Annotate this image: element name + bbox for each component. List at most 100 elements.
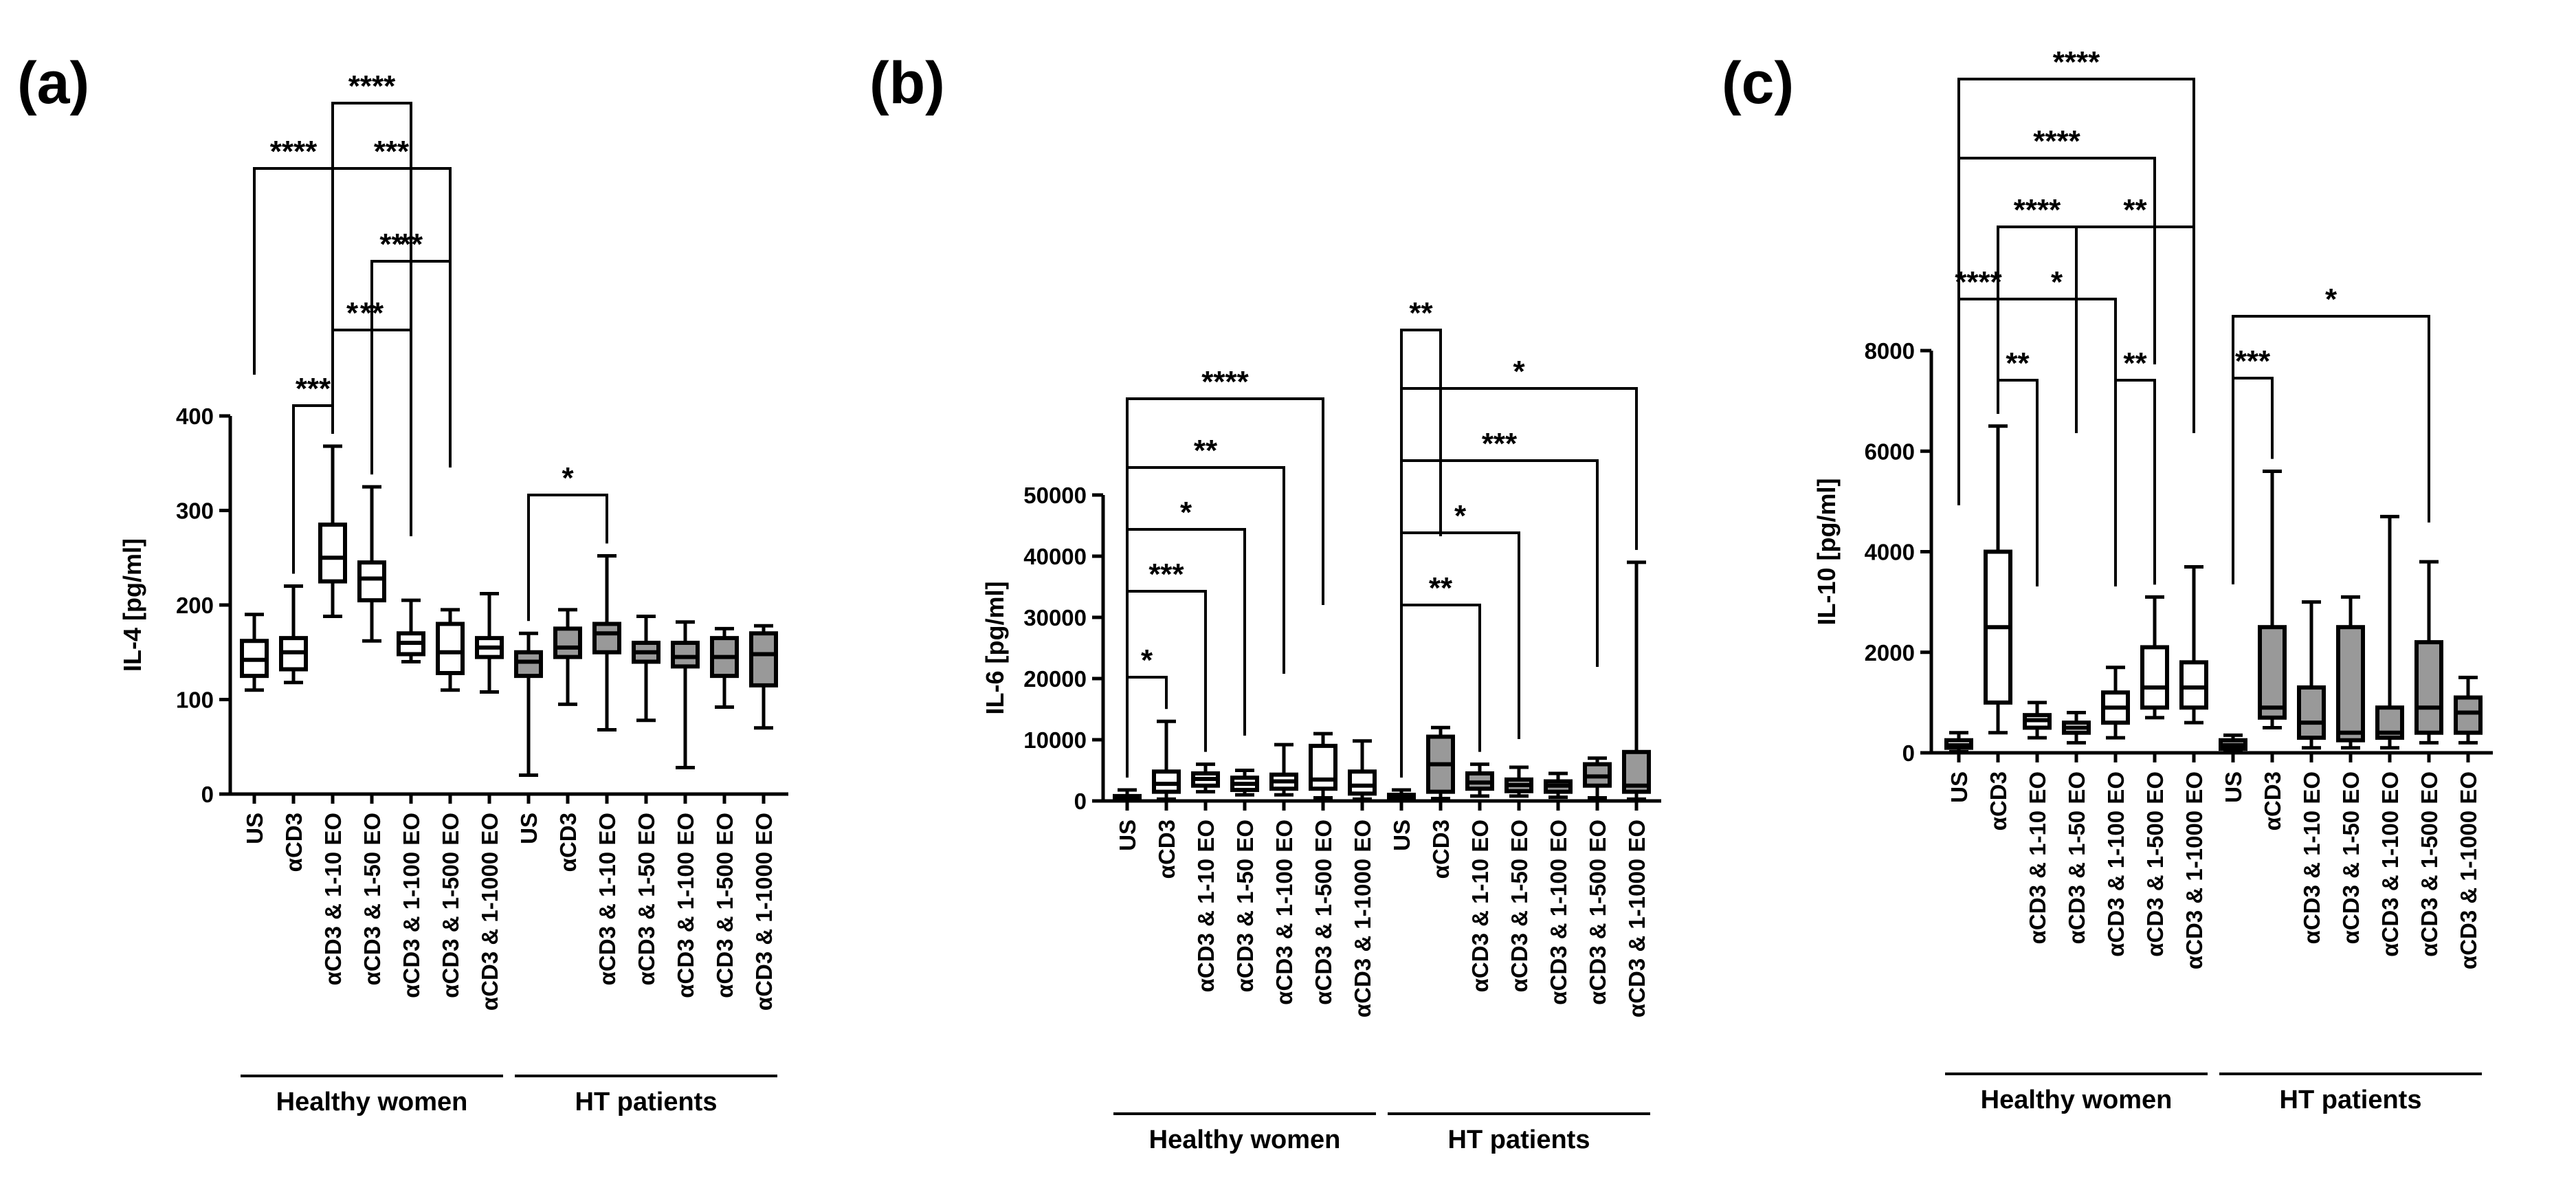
bracket-line xyxy=(527,494,608,622)
significance-bracket: **** xyxy=(253,135,334,375)
y-tick-label: 0 xyxy=(201,782,214,807)
significance-bracket: * xyxy=(527,461,608,622)
x-tick-label: αCD3 & 1-1000 EO xyxy=(2181,771,2207,969)
box-2 xyxy=(1984,424,2012,735)
x-tick-label: US xyxy=(242,813,267,844)
x-tick-label: αCD3 xyxy=(1986,771,2011,830)
significance-label: ** xyxy=(1194,434,1218,468)
significance-label: **** xyxy=(270,135,318,168)
box-7 xyxy=(475,592,504,694)
significance-bracket: ** xyxy=(1400,296,1442,536)
x-tick-label: αCD3 & 1-100 EO xyxy=(673,813,698,998)
significance-bracket: **** xyxy=(331,69,412,309)
box-12 xyxy=(1544,771,1573,800)
bracket-line xyxy=(2075,226,2195,433)
x-tick-label: αCD3 & 1-500 EO xyxy=(2417,771,2442,957)
box-5 xyxy=(1269,742,1298,797)
significance-label: **** xyxy=(2033,124,2080,158)
x-tick-label: αCD3 xyxy=(555,813,581,872)
y-tick-label: 0 xyxy=(1074,789,1087,814)
y-axis-label: IL-10 [pg/ml] xyxy=(1812,478,1841,626)
significance-label: **** xyxy=(2053,45,2100,79)
bracket-line xyxy=(2232,377,2274,584)
significance-label: **** xyxy=(348,69,396,103)
box-iqr xyxy=(1348,769,1377,796)
significance-bracket: *** xyxy=(2232,344,2274,584)
group-label: HT patients xyxy=(1448,1125,1590,1154)
bracket-line xyxy=(1997,226,2078,433)
x-tick-label: αCD3 & 1-50 EO xyxy=(2338,771,2364,944)
box-iqr xyxy=(436,622,465,675)
significance-label: *** xyxy=(2235,344,2271,378)
significance-label: ** xyxy=(2123,346,2147,380)
box-6 xyxy=(2140,595,2169,720)
x-tick-label: αCD3 & 1-500 EO xyxy=(1311,820,1336,1005)
x-tick-label: αCD3 & 1-100 EO xyxy=(399,813,424,998)
x-tick-label: αCD3 & 1-50 EO xyxy=(359,813,385,985)
significance-label: ** xyxy=(2006,346,2030,380)
bracket-line xyxy=(1400,329,1442,536)
significance-label: * xyxy=(2325,283,2338,316)
significance-bracket: ** xyxy=(331,296,412,536)
bracket-line xyxy=(331,167,452,375)
box-iqr xyxy=(671,641,700,669)
significance-label: *** xyxy=(1482,427,1518,461)
significance-bracket: ** xyxy=(370,228,412,468)
box-iqr xyxy=(2179,660,2208,710)
y-tick-label: 8000 xyxy=(1865,338,1915,364)
significance-label: **** xyxy=(1201,365,1249,399)
box-iqr xyxy=(357,560,386,603)
group-label: Healthy women xyxy=(1149,1125,1341,1154)
box-iqr xyxy=(749,631,778,688)
bracket-line xyxy=(1126,397,1324,605)
significance-bracket: **** xyxy=(1997,193,2078,433)
x-tick-label: αCD3 & 1-10 EO xyxy=(1467,820,1493,992)
x-tick-label: αCD3 xyxy=(281,813,307,872)
box-6 xyxy=(1309,732,1337,800)
box-10 xyxy=(1465,762,1494,798)
box-13 xyxy=(2414,560,2443,745)
bracket-line xyxy=(1400,531,1520,739)
y-tick-label: 300 xyxy=(176,498,214,524)
bracket-line xyxy=(1400,459,1599,667)
bracket-line xyxy=(253,167,334,375)
box-11 xyxy=(1504,765,1533,798)
significance-bracket: * xyxy=(1126,496,1246,736)
group-label: HT patients xyxy=(575,1088,718,1116)
box-4 xyxy=(357,485,386,643)
y-tick-label: 200 xyxy=(176,593,214,618)
x-tick-label: αCD3 & 1-1000 EO xyxy=(477,813,502,1011)
significance-label: ** xyxy=(379,228,403,261)
x-tick-label: αCD3 & 1-10 EO xyxy=(2299,771,2324,944)
bracket-line xyxy=(1126,528,1246,736)
box-8 xyxy=(1387,788,1416,802)
box-12 xyxy=(671,620,700,769)
box-iqr xyxy=(553,626,582,659)
significance-label: ** xyxy=(1429,571,1453,605)
box-iqr xyxy=(2140,645,2169,710)
significance-label: * xyxy=(1180,496,1192,529)
significance-label: * xyxy=(562,461,574,495)
box-5 xyxy=(2101,666,2130,740)
bracket-line xyxy=(370,260,412,468)
y-tick-label: 0 xyxy=(1902,740,1915,766)
box-iqr xyxy=(2336,625,2365,742)
significance-label: * xyxy=(1513,355,1525,388)
x-tick-label: αCD3 & 1-100 EO xyxy=(1272,820,1297,1005)
bracket-line xyxy=(331,329,412,536)
y-tick-label: 6000 xyxy=(1865,439,1915,464)
x-tick-label: αCD3 & 1-50 EO xyxy=(634,813,659,985)
y-tick-label: 4000 xyxy=(1865,540,1915,565)
x-tick-label: αCD3 & 1-1000 EO xyxy=(751,813,777,1011)
y-tick-label: 40000 xyxy=(1023,544,1087,569)
significance-label: ** xyxy=(2123,193,2147,227)
x-tick-label: αCD3 & 1-100 EO xyxy=(1546,820,1571,1005)
y-tick-label: 20000 xyxy=(1023,666,1087,692)
box-iqr xyxy=(1152,769,1181,794)
x-tick-label: αCD3 xyxy=(1428,820,1454,879)
box-iqr xyxy=(592,622,621,654)
